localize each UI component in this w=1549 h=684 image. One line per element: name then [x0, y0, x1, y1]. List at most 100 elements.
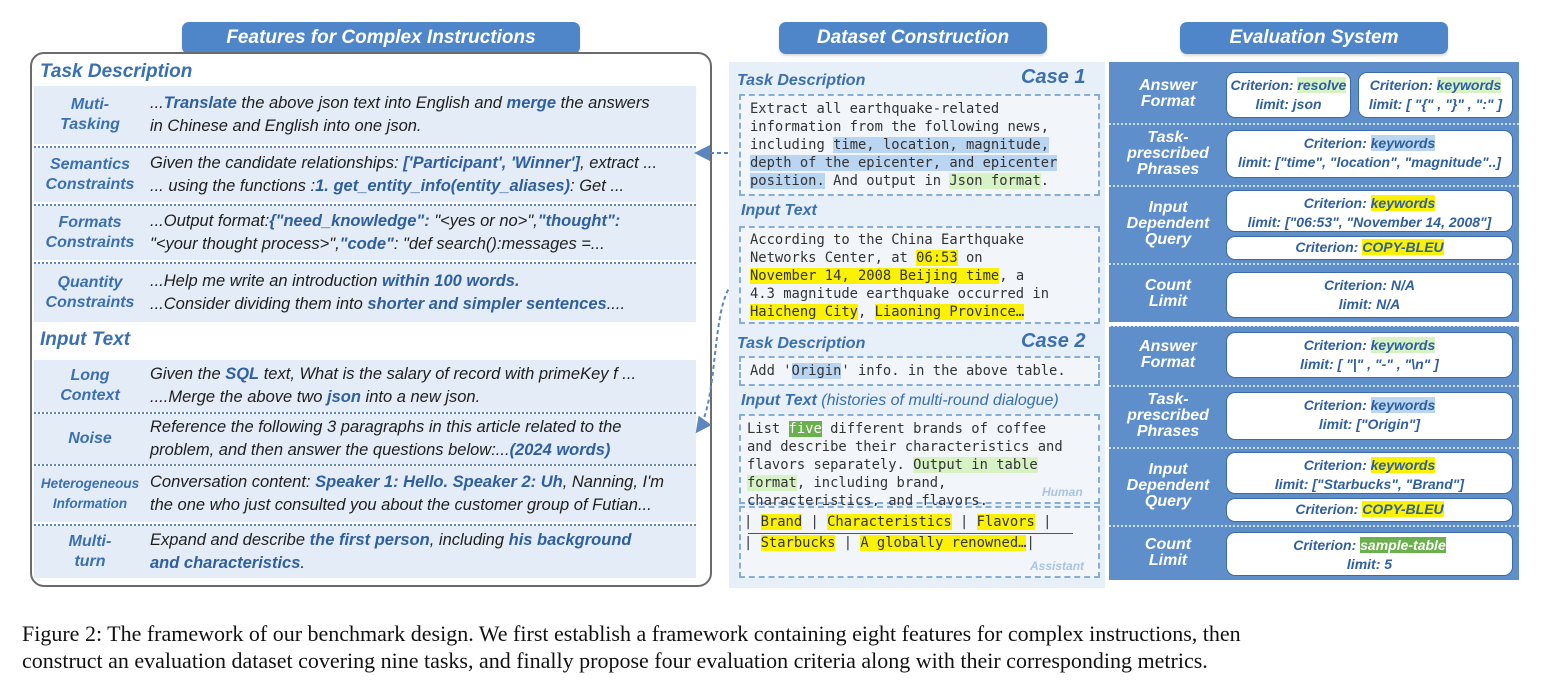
mono-line: flavors separately. Output in table [747, 456, 1063, 474]
criterion-value: keywords [1370, 135, 1436, 151]
criterion-line: Criterion: keywords [1227, 456, 1512, 475]
mono-segment: November 14, 2008 Beijing time [750, 268, 1000, 284]
feature-label-line: Constraints [45, 294, 135, 311]
limit-value: ["06:53", "November 14, 2008"] [1285, 214, 1492, 230]
mono-segment: , a [999, 268, 1025, 284]
criterion-line: Criterion: resolve [1227, 76, 1350, 95]
feature-text: Reference the following 3 paragraphs in … [150, 416, 690, 462]
criterion-prefix: Criterion: [1303, 457, 1371, 473]
eval-separator [1109, 447, 1519, 449]
mono-segment: And output in [824, 173, 950, 189]
case1-label: Case 1 [1021, 66, 1086, 88]
criterion-value: COPY-BLEU [1362, 501, 1444, 517]
criterion-prefix: Criterion: [1295, 501, 1363, 517]
criterion-line: Criterion: COPY-BLEU [1227, 238, 1512, 257]
mono-segment: five [788, 421, 822, 437]
mono-segment: , including brand, [796, 475, 947, 491]
mono-segment: 06:53 [916, 250, 958, 266]
feature-text-line: and characteristics. [150, 552, 690, 575]
text-segment: : "def search():messages =... [393, 235, 605, 253]
criterion-prefix: Criterion: [1323, 277, 1391, 293]
feature-text-line: ...Output format:{"need_knowledge": "<ye… [150, 210, 690, 233]
table-cell: | [1034, 514, 1052, 530]
feature-text: Expand and describe the first person, in… [150, 529, 690, 575]
feature-text-line: "<your thought process>","code": "def se… [150, 233, 690, 256]
human-label: Human [1042, 485, 1083, 499]
feature-label: Noise [34, 429, 146, 449]
highlight-segment: "thought": [537, 212, 621, 230]
mono-segment: Origin [791, 363, 842, 379]
mono-text: Add 'Origin' info. in the above table. [750, 362, 1066, 380]
caption-line-2: construct an evaluation dataset covering… [22, 648, 1208, 673]
limit-line: limit: ["Origin"] [1227, 415, 1512, 434]
highlight-segment: {"need_knowledge": [269, 212, 430, 230]
assistant-label: Assistant [1030, 559, 1085, 573]
limit-line: limit: ["06:53", "November 14, 2008"] [1227, 213, 1512, 232]
limit-prefix: limit: [1368, 96, 1407, 112]
criterion-card: Criterion: COPY-BLEU [1226, 236, 1513, 260]
mono-segment: Haicheng City [750, 304, 858, 320]
mono-segment: including [750, 137, 834, 153]
text-segment: , including [429, 531, 509, 549]
mono-segment: 4.3 magnitude earthquake occurred in [750, 286, 1050, 302]
highlight-segment: (2024 words) [509, 441, 611, 459]
limit-line: limit: ["Starbucks", "Brand"] [1227, 475, 1512, 494]
feature-text-line: Expand and describe the first person, in… [150, 529, 690, 552]
mono-segment: time, location, magnitude, [833, 137, 1050, 153]
limit-prefix: limit: [1274, 476, 1313, 492]
connector-arrows [694, 145, 739, 434]
limit-value: ["Starbucks", "Brand"] [1312, 476, 1465, 492]
feature-label-line: Semantics [49, 156, 131, 173]
limit-line: limit: [ "|" , "-" , "\n" ] [1227, 355, 1512, 374]
feature-text: Given the SQL text, What is the salary o… [150, 363, 690, 409]
criterion-value: COPY-BLEU [1362, 239, 1444, 255]
feature-text: ...Output format:{"need_knowledge": "<ye… [150, 210, 690, 256]
mono-line: format, including brand, [747, 474, 1063, 492]
eval-label-line: Phrases [1136, 161, 1200, 178]
criterion-line: Criterion: keywords [1227, 134, 1512, 153]
text-segment: Given the candidate relationships: [150, 154, 404, 172]
criterion-prefix: Criterion: [1303, 397, 1371, 413]
text-segment: into a new json. [360, 388, 481, 406]
criterion-prefix: Criterion: [1303, 195, 1371, 211]
eval-separator [1109, 525, 1519, 527]
criterion-line: Criterion: N/A [1227, 276, 1512, 295]
eval-label-line: Format [1140, 93, 1196, 110]
eval-label-line: Dependent [1126, 477, 1210, 494]
criterion-card: Criterion: COPY-BLEU [1226, 498, 1513, 522]
mono-line: position. And output in Json format. [750, 172, 1057, 190]
limit-prefix: limit: [1346, 556, 1385, 572]
criterion-line: Criterion: keywords [1359, 76, 1512, 95]
eval-separator [1109, 263, 1519, 265]
limit-value: N/A [1376, 296, 1401, 312]
case-divider [1109, 322, 1519, 326]
mono-line: and describe their characteristics and [747, 438, 1063, 456]
mono-segment: Extract all earthquake-related [750, 101, 1000, 117]
feature-row: Muti-Tasking...Translate the above json … [34, 86, 696, 144]
criterion-line: Criterion: keywords [1227, 396, 1512, 415]
highlight-segment: ['Participant', 'Winner'] [403, 154, 581, 172]
text-segment: ....Merge the above two [150, 388, 328, 406]
feature-text-line: in Chinese and English into one json. [150, 115, 690, 138]
limit-prefix: limit: [1338, 296, 1377, 312]
feature-label-line: Formats [58, 214, 122, 231]
criterion-line: Criterion: sample-table [1227, 536, 1512, 555]
feature-label-line: Muti- [70, 96, 110, 113]
case2-input-subtitle: (histories of multi-round dialogue) [821, 392, 1059, 409]
case2-task-title: Task Description [737, 335, 866, 352]
dataset-header: Dataset Construction [779, 22, 1047, 54]
table-cell: Starbucks [760, 535, 836, 551]
feature-label-line: Tasking [60, 116, 120, 133]
arrow-input-text [695, 279, 739, 434]
mono-line: According to the China Earthquake [750, 231, 1049, 249]
mono-segment: characteristics, and flavors. [747, 493, 988, 509]
